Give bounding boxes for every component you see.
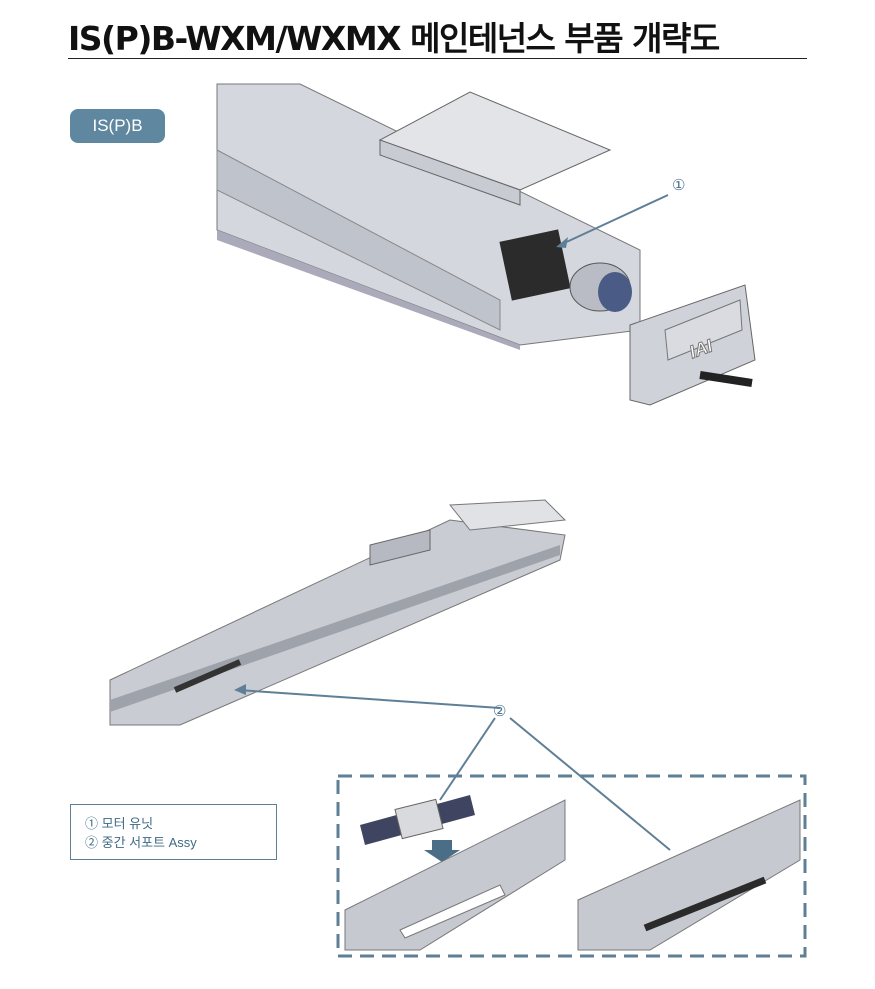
callout-line-1 bbox=[559, 194, 669, 246]
callout-1: ① bbox=[672, 177, 685, 194]
legend-box: ① 모터 유닛 ② 중간 서포트 Assy bbox=[70, 804, 277, 860]
callout-2: ② bbox=[493, 703, 506, 720]
legend-item-motor-unit: ① 모터 유닛 bbox=[85, 816, 154, 831]
title-divider bbox=[68, 58, 807, 59]
actuator-exploded-illustration: IAI bbox=[216, 83, 756, 406]
model-badge: IS(P)B bbox=[70, 109, 165, 143]
legend-item-middle-support: ② 중간 서포트 Assy bbox=[85, 835, 197, 850]
page-title: IS(P)B-WXM/WXMX 메인테넌스 부품 개략도 bbox=[68, 19, 720, 58]
actuator-long-illustration bbox=[109, 499, 567, 726]
middle-support-detail bbox=[344, 795, 801, 951]
detail-box bbox=[336, 774, 807, 958]
